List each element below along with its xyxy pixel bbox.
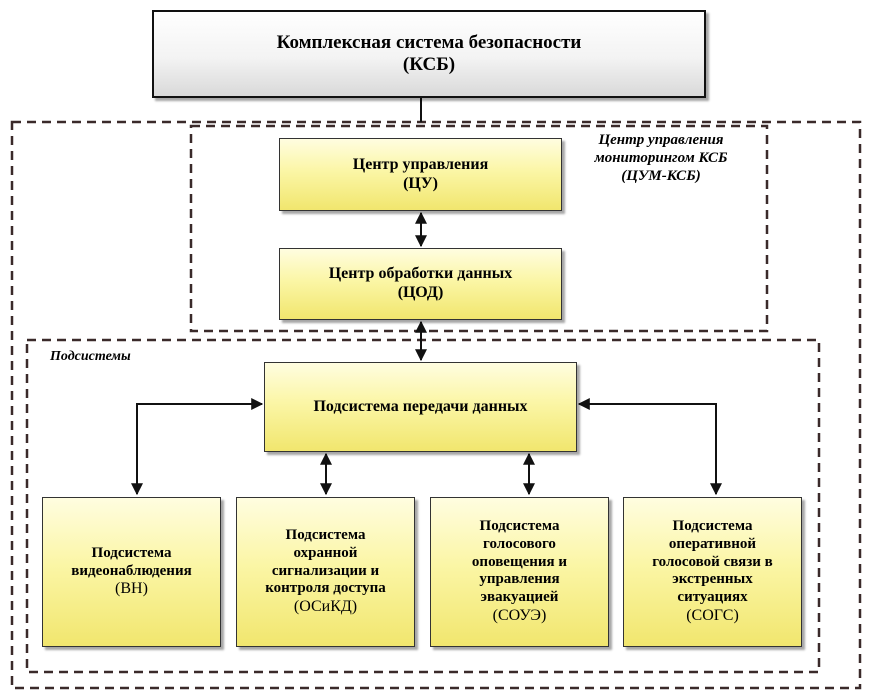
subsystem-osikd-box: Подсистема охранной сигнализации и контр… bbox=[236, 497, 415, 647]
cum-label-line1: Центр управления bbox=[598, 132, 724, 148]
subsystem-sogs-box: Подсистема оперативной голосовой связи в… bbox=[623, 497, 802, 647]
ksb-dashed-frame bbox=[10, 120, 862, 690]
subsystem-abbr: (СОГС) bbox=[686, 606, 739, 624]
subsystem-line: Подсистема bbox=[672, 518, 753, 535]
ksb-title-line1: Комплексная система безопасности bbox=[276, 31, 582, 53]
subsystem-line: экстренных bbox=[672, 571, 753, 588]
subsystem-line: оперативной bbox=[668, 536, 757, 553]
subsystems-label: Подсистемы bbox=[50, 349, 131, 364]
cod-box: Центр обработки данных (ЦОД) bbox=[279, 248, 562, 320]
cum-label-line3: (ЦУМ-КСБ) bbox=[621, 168, 701, 184]
subsystem-line: Подсистема bbox=[91, 544, 172, 561]
subsystem-line: Подсистема bbox=[479, 518, 560, 535]
spd-sogs-arrow bbox=[577, 398, 722, 496]
subsystem-abbr: (ОСиКД) bbox=[293, 597, 358, 615]
subsystem-line: управления bbox=[479, 571, 560, 588]
subsystem-line: голосового bbox=[483, 536, 556, 553]
subsystem-line: эвакуацией bbox=[480, 589, 559, 606]
spd-line1: Подсистема передачи данных bbox=[313, 397, 528, 415]
spd-vn-arrow bbox=[131, 398, 264, 496]
cum-ksb-label: Центр управления мониторингом КСБ (ЦУМ-К… bbox=[566, 131, 756, 185]
spd-box: Подсистема передачи данных bbox=[264, 362, 577, 452]
cu-line2: (ЦУ) bbox=[403, 174, 438, 192]
subsystem-vn-box: Подсистема видеонаблюдения (ВН) bbox=[42, 497, 221, 647]
cu-box: Центр управления (ЦУ) bbox=[279, 138, 562, 211]
subsystem-line: ситуациях bbox=[677, 589, 748, 606]
subsystem-line: оповещения и bbox=[471, 553, 568, 570]
subsystem-line: видеонаблюдения bbox=[71, 562, 192, 579]
subsystem-abbr: (СОУЭ) bbox=[492, 606, 547, 624]
subsystem-line: Подсистема bbox=[285, 527, 366, 544]
subsystem-line: сигнализации и bbox=[271, 562, 380, 579]
subsystem-line: охранной bbox=[293, 544, 358, 561]
subsystem-line: контроля доступа bbox=[265, 580, 386, 597]
cu-line1: Центр управления bbox=[352, 155, 489, 173]
cum-label-line2: мониторингом КСБ bbox=[594, 150, 728, 166]
cod-line1: Центр обработки данных bbox=[328, 265, 513, 283]
subsystem-soue-box: Подсистема голосового оповещения и управ… bbox=[430, 497, 609, 647]
subsystem-abbr: (ВН) bbox=[115, 580, 148, 598]
ksb-title-line2: (КСБ) bbox=[402, 54, 456, 75]
subsystem-line: голосовой связи в bbox=[652, 553, 773, 570]
cod-line2: (ЦОД) bbox=[397, 284, 444, 301]
cum-dashed-frame bbox=[189, 124, 769, 333]
ksb-title-box: Комплексная система безопасности (КСБ) bbox=[152, 10, 706, 98]
